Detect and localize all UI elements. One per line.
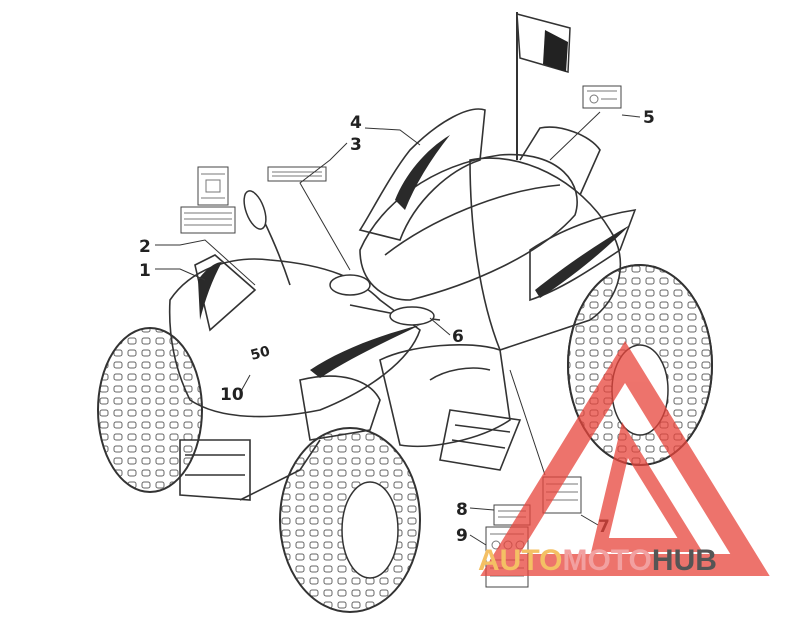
warning-label-decal-5 (582, 85, 622, 109)
side-swoosh-decal (310, 325, 420, 378)
engine-area (299, 344, 522, 471)
front-right-tire (279, 427, 421, 613)
callout-5: 5 (643, 108, 655, 128)
callout-2: 2 (139, 237, 151, 257)
handlebar (243, 190, 441, 326)
watermark-text: AUTOMOTOHUB (478, 544, 717, 577)
leader-lines (155, 111, 641, 546)
callout-4: 4 (350, 113, 362, 133)
callout-3: 3 (350, 135, 362, 155)
callout-6: 6 (452, 327, 464, 347)
callout-8: 8 (456, 500, 468, 520)
callout-10: 10 (220, 385, 244, 405)
rear-rack-handle (519, 126, 601, 196)
callout-1: 1 (139, 261, 151, 281)
warning-label-decal-3 (267, 166, 327, 182)
warning-label-decal-2-bottom (180, 206, 236, 234)
front-left-tire (97, 327, 203, 493)
callout-9: 9 (456, 526, 468, 546)
automotohub-watermark (480, 341, 770, 576)
rear-fender (469, 157, 637, 351)
seat (359, 153, 578, 301)
front-bumper (179, 439, 321, 501)
safety-flag (516, 12, 571, 160)
front-nose (168, 108, 486, 418)
warning-label-decal-2-top (197, 166, 229, 206)
fender-badge: 50 (249, 343, 272, 364)
